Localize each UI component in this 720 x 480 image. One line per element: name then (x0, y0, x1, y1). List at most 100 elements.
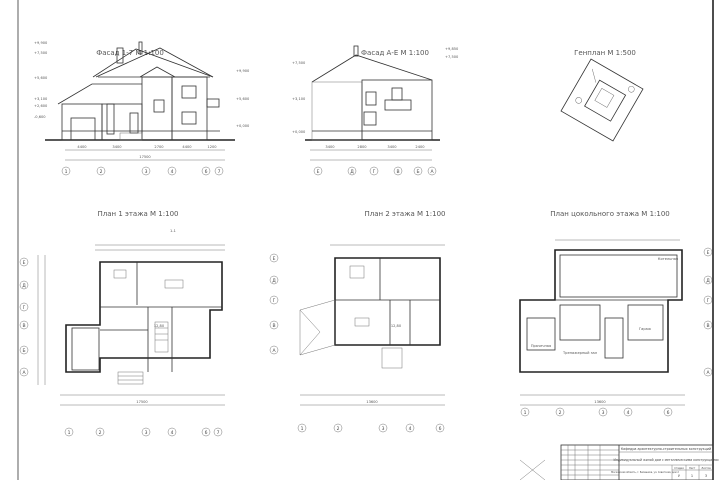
label: 4 (627, 410, 630, 416)
label: 12,80 (391, 324, 402, 328)
label: +5,600 (34, 76, 48, 80)
label: +7,500 (292, 61, 306, 65)
dim-total: 17500 (139, 155, 151, 159)
label: Д (272, 278, 276, 284)
label: 3 (145, 169, 148, 175)
plan-1-title: План 1 этажа М 1:100 (98, 210, 179, 218)
dim: 4400 (182, 145, 192, 149)
label: Е (23, 260, 26, 266)
axis-markers: 1 2 3 4 6 7 (61, 166, 224, 176)
label: А (272, 348, 276, 354)
label: Г (23, 305, 26, 311)
label: 2400 (415, 145, 425, 149)
label: Е (707, 250, 710, 256)
label: 3 (145, 430, 148, 436)
label: 2 (337, 426, 340, 432)
label: 6 (205, 430, 208, 436)
axis-markers: 1 2 3 4 6 Е Д Г В А (520, 247, 713, 417)
label: А (22, 370, 26, 376)
label: +2,600 (34, 104, 48, 108)
label: 12,80 (154, 324, 165, 328)
dim: 1200 (207, 145, 217, 149)
label: +9,850 (445, 47, 459, 51)
label: 4 (171, 169, 174, 175)
label: Лист (689, 466, 696, 470)
label: 2 (100, 169, 103, 175)
plan-basement-title: План цокольного этажа М 1:100 (550, 210, 670, 218)
plan-2-title: План 2 этажа М 1:100 (365, 210, 446, 218)
label: 1 (65, 169, 68, 175)
label: А (430, 169, 434, 175)
label: +3,100 (292, 97, 306, 101)
dim: 4400 (77, 145, 87, 149)
label: +3,100 (34, 97, 48, 101)
label: У (678, 474, 681, 478)
dim: 2700 (154, 145, 164, 149)
label: 13600 (366, 400, 378, 404)
label: Стадия (674, 466, 684, 470)
department: Кафедра архитектурно-строительных констр… (621, 447, 711, 451)
label: Тренажерный зал (562, 351, 597, 355)
label: 13600 (594, 400, 606, 404)
label: 6 (205, 169, 208, 175)
label: 6 (667, 410, 670, 416)
label: 7 (218, 169, 221, 175)
label: 1 (524, 410, 527, 416)
axis-markers: 1 2 3 4 6 7 Е Д Г В Б А (19, 257, 223, 437)
facade-1-7: Фасад 1-7 М 1:100 4400 3400 2700 4400 12… (34, 41, 250, 176)
label: 1-1 (170, 229, 176, 233)
label: +9,900 (34, 41, 48, 45)
label: 4 (171, 430, 174, 436)
label: Котельная (658, 257, 678, 261)
label: -0,600 (34, 115, 46, 119)
label: +9,900 (236, 69, 250, 73)
label: Д (706, 278, 710, 284)
label: Б (416, 169, 419, 175)
dim: 3400 (112, 145, 122, 149)
label: Г (707, 298, 710, 304)
label: В (272, 323, 275, 329)
label: +7,500 (34, 51, 48, 55)
label: 3400 (387, 145, 397, 149)
label: Прачечная (531, 344, 551, 348)
plan-1-floor: План 1 этажа М 1:100 12,80 1-1 17500 1 2… (19, 210, 225, 437)
label: Д (350, 169, 354, 175)
title-block: Кафедра архитектурно-строительных констр… (519, 444, 719, 480)
label: Г (373, 169, 376, 175)
label: 2800 (357, 145, 367, 149)
label: В (706, 323, 709, 329)
label: 3 (602, 410, 605, 416)
label: Д (22, 283, 26, 289)
facade-a-e-title: Фасад А-Е М 1:100 (361, 49, 429, 57)
label: Е (317, 169, 320, 175)
project-name: Индивидуальный жилой дом с металлическим… (614, 458, 719, 462)
label: 1 (691, 474, 693, 478)
label: Е (273, 256, 276, 262)
location: Московская область, г. Балашиха, ул. Сов… (611, 471, 679, 474)
label: В (396, 169, 399, 175)
label: Гараж (639, 327, 652, 331)
label: 2 (99, 430, 102, 436)
label: +0,000 (292, 130, 306, 134)
genplan-title: Генплан М 1:500 (574, 49, 636, 57)
axis-markers: Е Д Г В Б А (313, 166, 437, 176)
label: В (22, 323, 25, 329)
facade-a-e: Фасад А-Е М 1:100 3400 2800 3400 2400 Е … (292, 45, 459, 176)
label: 1 (301, 426, 304, 432)
label: Листов (701, 466, 711, 470)
label: +5,600 (236, 97, 250, 101)
label: 3 (382, 426, 385, 432)
label: +7,500 (445, 55, 459, 59)
label: 6 (439, 426, 442, 432)
label: Г (273, 298, 276, 304)
label: 3 (705, 474, 707, 478)
label: +0,000 (236, 124, 250, 128)
label: А (706, 370, 710, 376)
label: 2 (559, 410, 562, 416)
label: Б (22, 348, 25, 354)
axis-markers: 1 2 3 4 6 Е Д Г В А (269, 253, 445, 433)
plan-2-floor: План 2 этажа М 1:100 12,80 13600 1 2 3 4… (269, 210, 446, 433)
label: 3400 (325, 145, 335, 149)
label: 17500 (136, 400, 148, 404)
